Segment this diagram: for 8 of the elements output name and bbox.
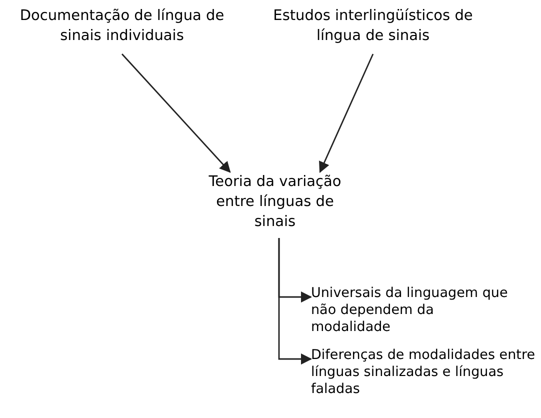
arrow [278, 238, 312, 365]
node-label: Teoria da variação entre línguas de sinais [208, 173, 342, 232]
node-label: Universais da linguagem que não dependem da modalidade [311, 285, 509, 336]
node-label: Estudos interlingüísticos de língua de sinais [272, 7, 474, 46]
arrow [319, 54, 374, 174]
node-label: Documentação de língua de sinais individuais [18, 7, 226, 46]
node-label: Diferenças de modalidades entre línguas sinalizadas e línguas faladas [311, 347, 536, 398]
arrow [121, 54, 231, 173]
